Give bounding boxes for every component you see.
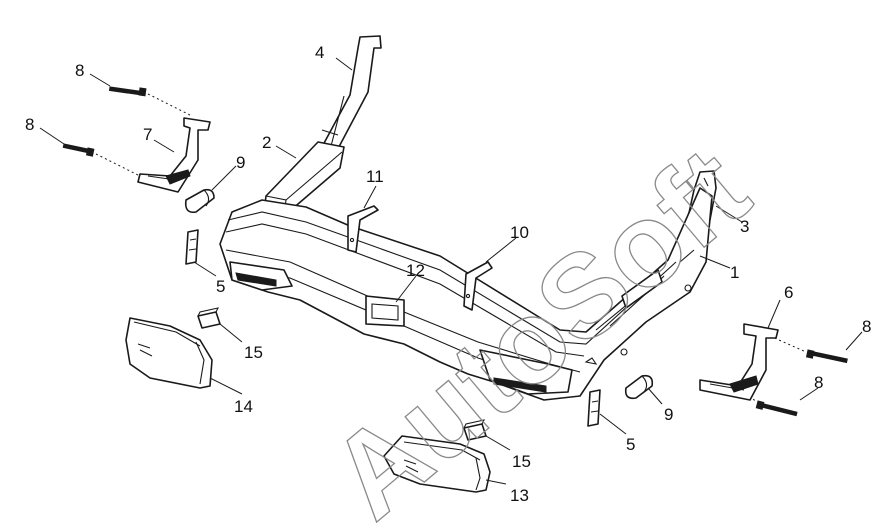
callout-2: 2: [262, 133, 271, 152]
callout-8-upper-right: 8: [862, 317, 871, 336]
callout-7: 7: [143, 125, 152, 144]
leader-lines: [39, 57, 863, 485]
callout-9-left: 9: [236, 153, 245, 172]
callout-6: 6: [784, 283, 793, 302]
bolt-lower-right: [739, 391, 798, 417]
part-4-left-upright-bracket: [315, 35, 382, 161]
callout-labels: 1 2 3 4 5 5 6 7 8 8 8 8 9 9 10 11 12 13 …: [25, 43, 871, 505]
part-11-mount-bracket: [347, 205, 379, 253]
part-7-left-step: [137, 117, 211, 193]
bolt-upper-left: [108, 86, 193, 117]
lamp-left: [184, 188, 215, 214]
callout-15-left: 15: [244, 343, 263, 362]
callout-13: 13: [510, 486, 529, 505]
callout-4: 4: [315, 43, 324, 62]
callout-10: 10: [510, 223, 529, 242]
callout-12: 12: [406, 261, 425, 280]
part-5-reflectors: [185, 229, 601, 427]
callout-8-upper-left: 8: [75, 61, 84, 80]
callout-15-right: 15: [512, 452, 531, 471]
part-8-bolts: [62, 86, 848, 417]
callout-3: 3: [740, 217, 749, 236]
reflector-left: [185, 229, 199, 265]
part-14-left-end-cap: [125, 317, 213, 389]
callout-1: 1: [730, 263, 739, 282]
reflector-right: [587, 389, 601, 427]
block-left: [197, 307, 221, 329]
bolt-upper-right: [769, 335, 848, 364]
part-9-lamps: [184, 188, 654, 400]
callout-5-right: 5: [626, 435, 635, 454]
part-10-mount-bracket: [463, 261, 493, 311]
callout-14: 14: [234, 397, 253, 416]
part-6-right-step: [699, 323, 779, 401]
part-15-blocks: [197, 307, 487, 441]
callout-5-left: 5: [216, 277, 225, 296]
callout-11: 11: [366, 167, 384, 186]
block-right: [463, 419, 487, 441]
bolt-lower-left: [62, 143, 141, 177]
callout-8-lower-left: 8: [25, 115, 34, 134]
callout-9-right: 9: [664, 405, 673, 424]
callout-8-lower-right: 8: [814, 373, 823, 392]
part-13-right-end-cap: [383, 435, 491, 493]
lamp-right: [624, 374, 654, 400]
